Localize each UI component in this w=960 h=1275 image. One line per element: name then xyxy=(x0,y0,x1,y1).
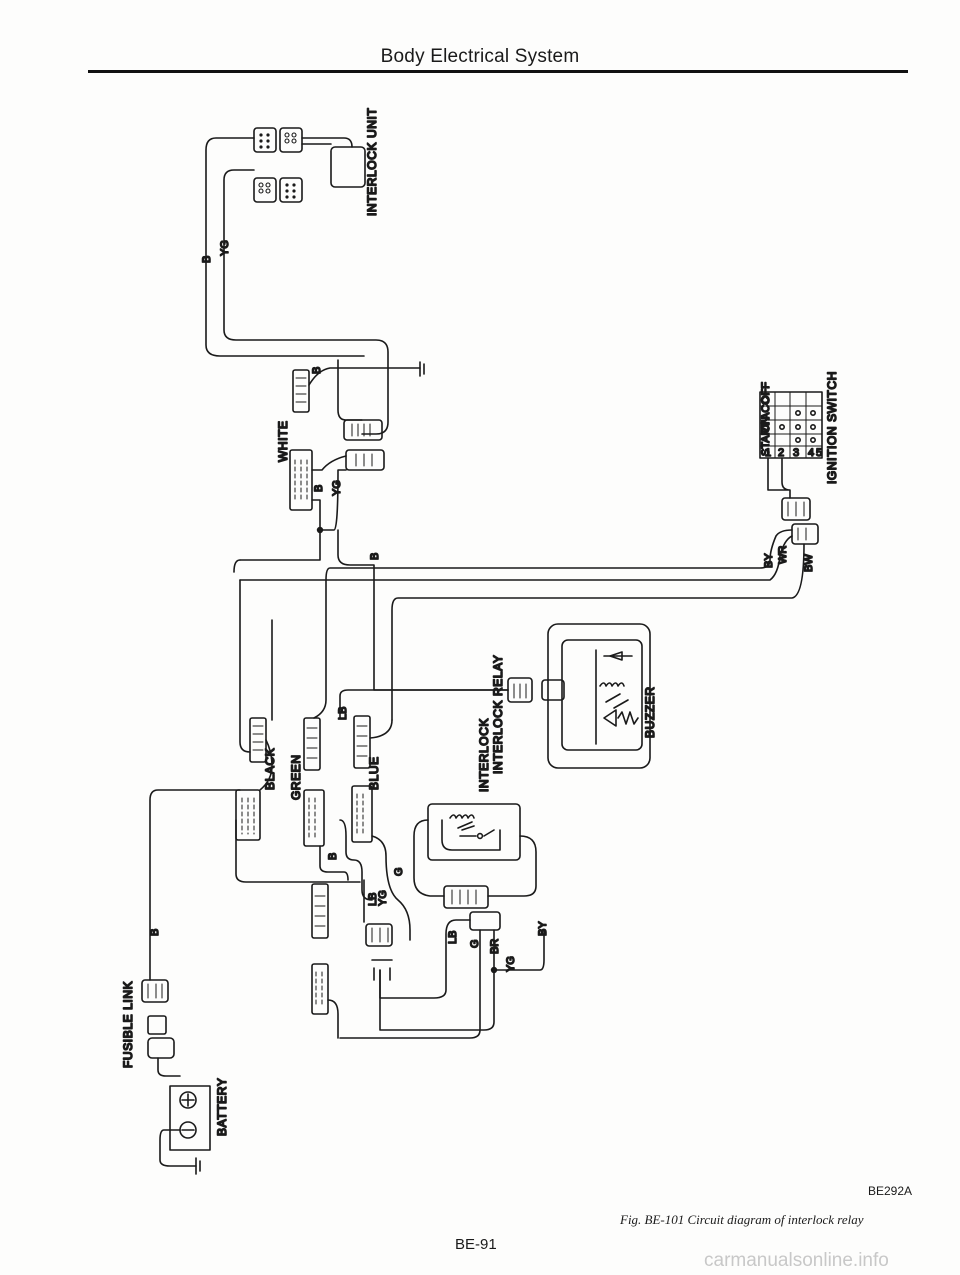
wire-label-yg-lower: YG xyxy=(377,890,389,906)
wire-label-yg-white2: YG xyxy=(331,480,343,496)
wire-label-by-ign: BY xyxy=(763,553,775,568)
connector-white-label: WHITE xyxy=(276,420,290,462)
buzzer: BUZZER xyxy=(507,623,658,769)
wire-label-wr-ign: WR xyxy=(777,546,789,564)
blue-connector-a xyxy=(353,715,371,769)
wire-label-b-top: B xyxy=(201,256,213,263)
relay-connector-2 xyxy=(469,911,501,931)
green-connector-a xyxy=(303,717,321,771)
unit-connector-1 xyxy=(253,127,277,153)
ignition-switch-grid xyxy=(759,391,823,459)
interlock-relay-label: INTERLOCK RELAY xyxy=(491,655,505,774)
connector-blue-label: BLUE xyxy=(367,756,381,790)
wire-label-lb-lower: LB xyxy=(367,893,379,906)
wire-label-b-fusible: B xyxy=(149,929,161,936)
lower-connector-b xyxy=(311,963,329,1015)
white-plug-1 xyxy=(343,419,383,441)
fusible-link-label: FUSIBLE LINK xyxy=(121,981,135,1068)
wire-label-b-white2: B xyxy=(313,485,325,492)
connector-green-label: GREEN xyxy=(289,754,303,800)
wire-label-yg-top: YG xyxy=(219,240,231,256)
white-plug-2 xyxy=(345,449,385,471)
blue-connector-b xyxy=(351,785,373,843)
white-connector-a xyxy=(292,369,310,413)
ign-terminal-1: 1 xyxy=(765,447,771,459)
ign-pos-start: START xyxy=(760,421,772,456)
ign-terminal-2: 2 xyxy=(778,447,784,459)
figure-reference: BE292A xyxy=(868,1184,913,1198)
ignition-connector-2 xyxy=(791,523,819,545)
wire-label-br-relay: BR xyxy=(489,939,501,954)
wire-label-g-lower: G xyxy=(393,867,405,876)
header-rule xyxy=(88,70,908,73)
power-supply: B FUSIBLE LINK BATTERY xyxy=(120,789,241,1175)
lower-plug xyxy=(365,923,393,947)
fusible-link xyxy=(147,1037,175,1059)
relay-connector-1 xyxy=(443,885,489,909)
ignition-switch-label: IGNITION SWITCH xyxy=(825,371,839,484)
watermark: carmanualsonline.info xyxy=(704,1250,889,1271)
green-connector-b xyxy=(303,789,325,847)
ign-pos-off: OFF xyxy=(760,382,772,404)
white-connector-b xyxy=(289,449,313,511)
page-header-title: Body Electrical System xyxy=(380,46,580,67)
white-connector-group: WHITE B B YG B xyxy=(233,359,509,691)
figure-caption: Fig. BE-101 Circuit diagram of interlock… xyxy=(620,1212,864,1227)
wire-label-yg-relay: YG xyxy=(505,956,517,972)
ign-pos-on: ON xyxy=(760,416,772,433)
buzzer-connector-2 xyxy=(541,679,565,701)
lower-connector-a xyxy=(311,883,329,939)
unit-connector-2 xyxy=(279,127,303,153)
ignition-switch: OFF ACC ON START 1 2 3 4 5 IGNITION SWIT… xyxy=(239,370,840,721)
wire-label-g-relay: G xyxy=(469,939,481,948)
battery-label: BATTERY xyxy=(215,1078,229,1136)
wire-label-lb-relay: LB xyxy=(447,931,459,944)
interlock-unit-label: INTERLOCK UNIT xyxy=(365,108,379,216)
wire-label-lb-blue: LB xyxy=(337,707,349,720)
unit-connector-4 xyxy=(279,177,303,203)
buzzer-label: BUZZER xyxy=(643,686,657,738)
wire-label-b-mid: B xyxy=(369,553,381,560)
interlock-relay-label-1: INTERLOCK xyxy=(477,718,491,792)
ign-terminal-5: 5 xyxy=(816,447,822,459)
wire-label-bw-ign: BW xyxy=(803,554,815,572)
battery xyxy=(169,1085,211,1151)
ignition-connector-1 xyxy=(781,497,811,521)
wire-label-b-white: B xyxy=(311,367,323,374)
unit-connector-3 xyxy=(253,177,277,203)
interlock-unit: INTERLOCK UNIT B YG xyxy=(200,107,389,435)
ign-pos-acc: ACC xyxy=(760,397,772,420)
black-connector-b xyxy=(235,789,261,841)
ign-terminal-4: 4 xyxy=(808,447,814,459)
page-number: BE-91 xyxy=(455,1236,497,1253)
body-harness-connectors: BLACK GREEN BLUE LB B LB YG xyxy=(235,579,509,1039)
fusible-link-connector xyxy=(141,979,169,1003)
connector-black-label: BLACK xyxy=(263,748,277,790)
wire-label-b-lower: B xyxy=(327,853,339,860)
interlock-relay: INTERLOCK INTERLOCK RELAY LB G BR YG BY xyxy=(339,654,550,1039)
ign-terminal-3: 3 xyxy=(793,447,799,459)
wire-label-by-relay: BY xyxy=(537,921,549,936)
